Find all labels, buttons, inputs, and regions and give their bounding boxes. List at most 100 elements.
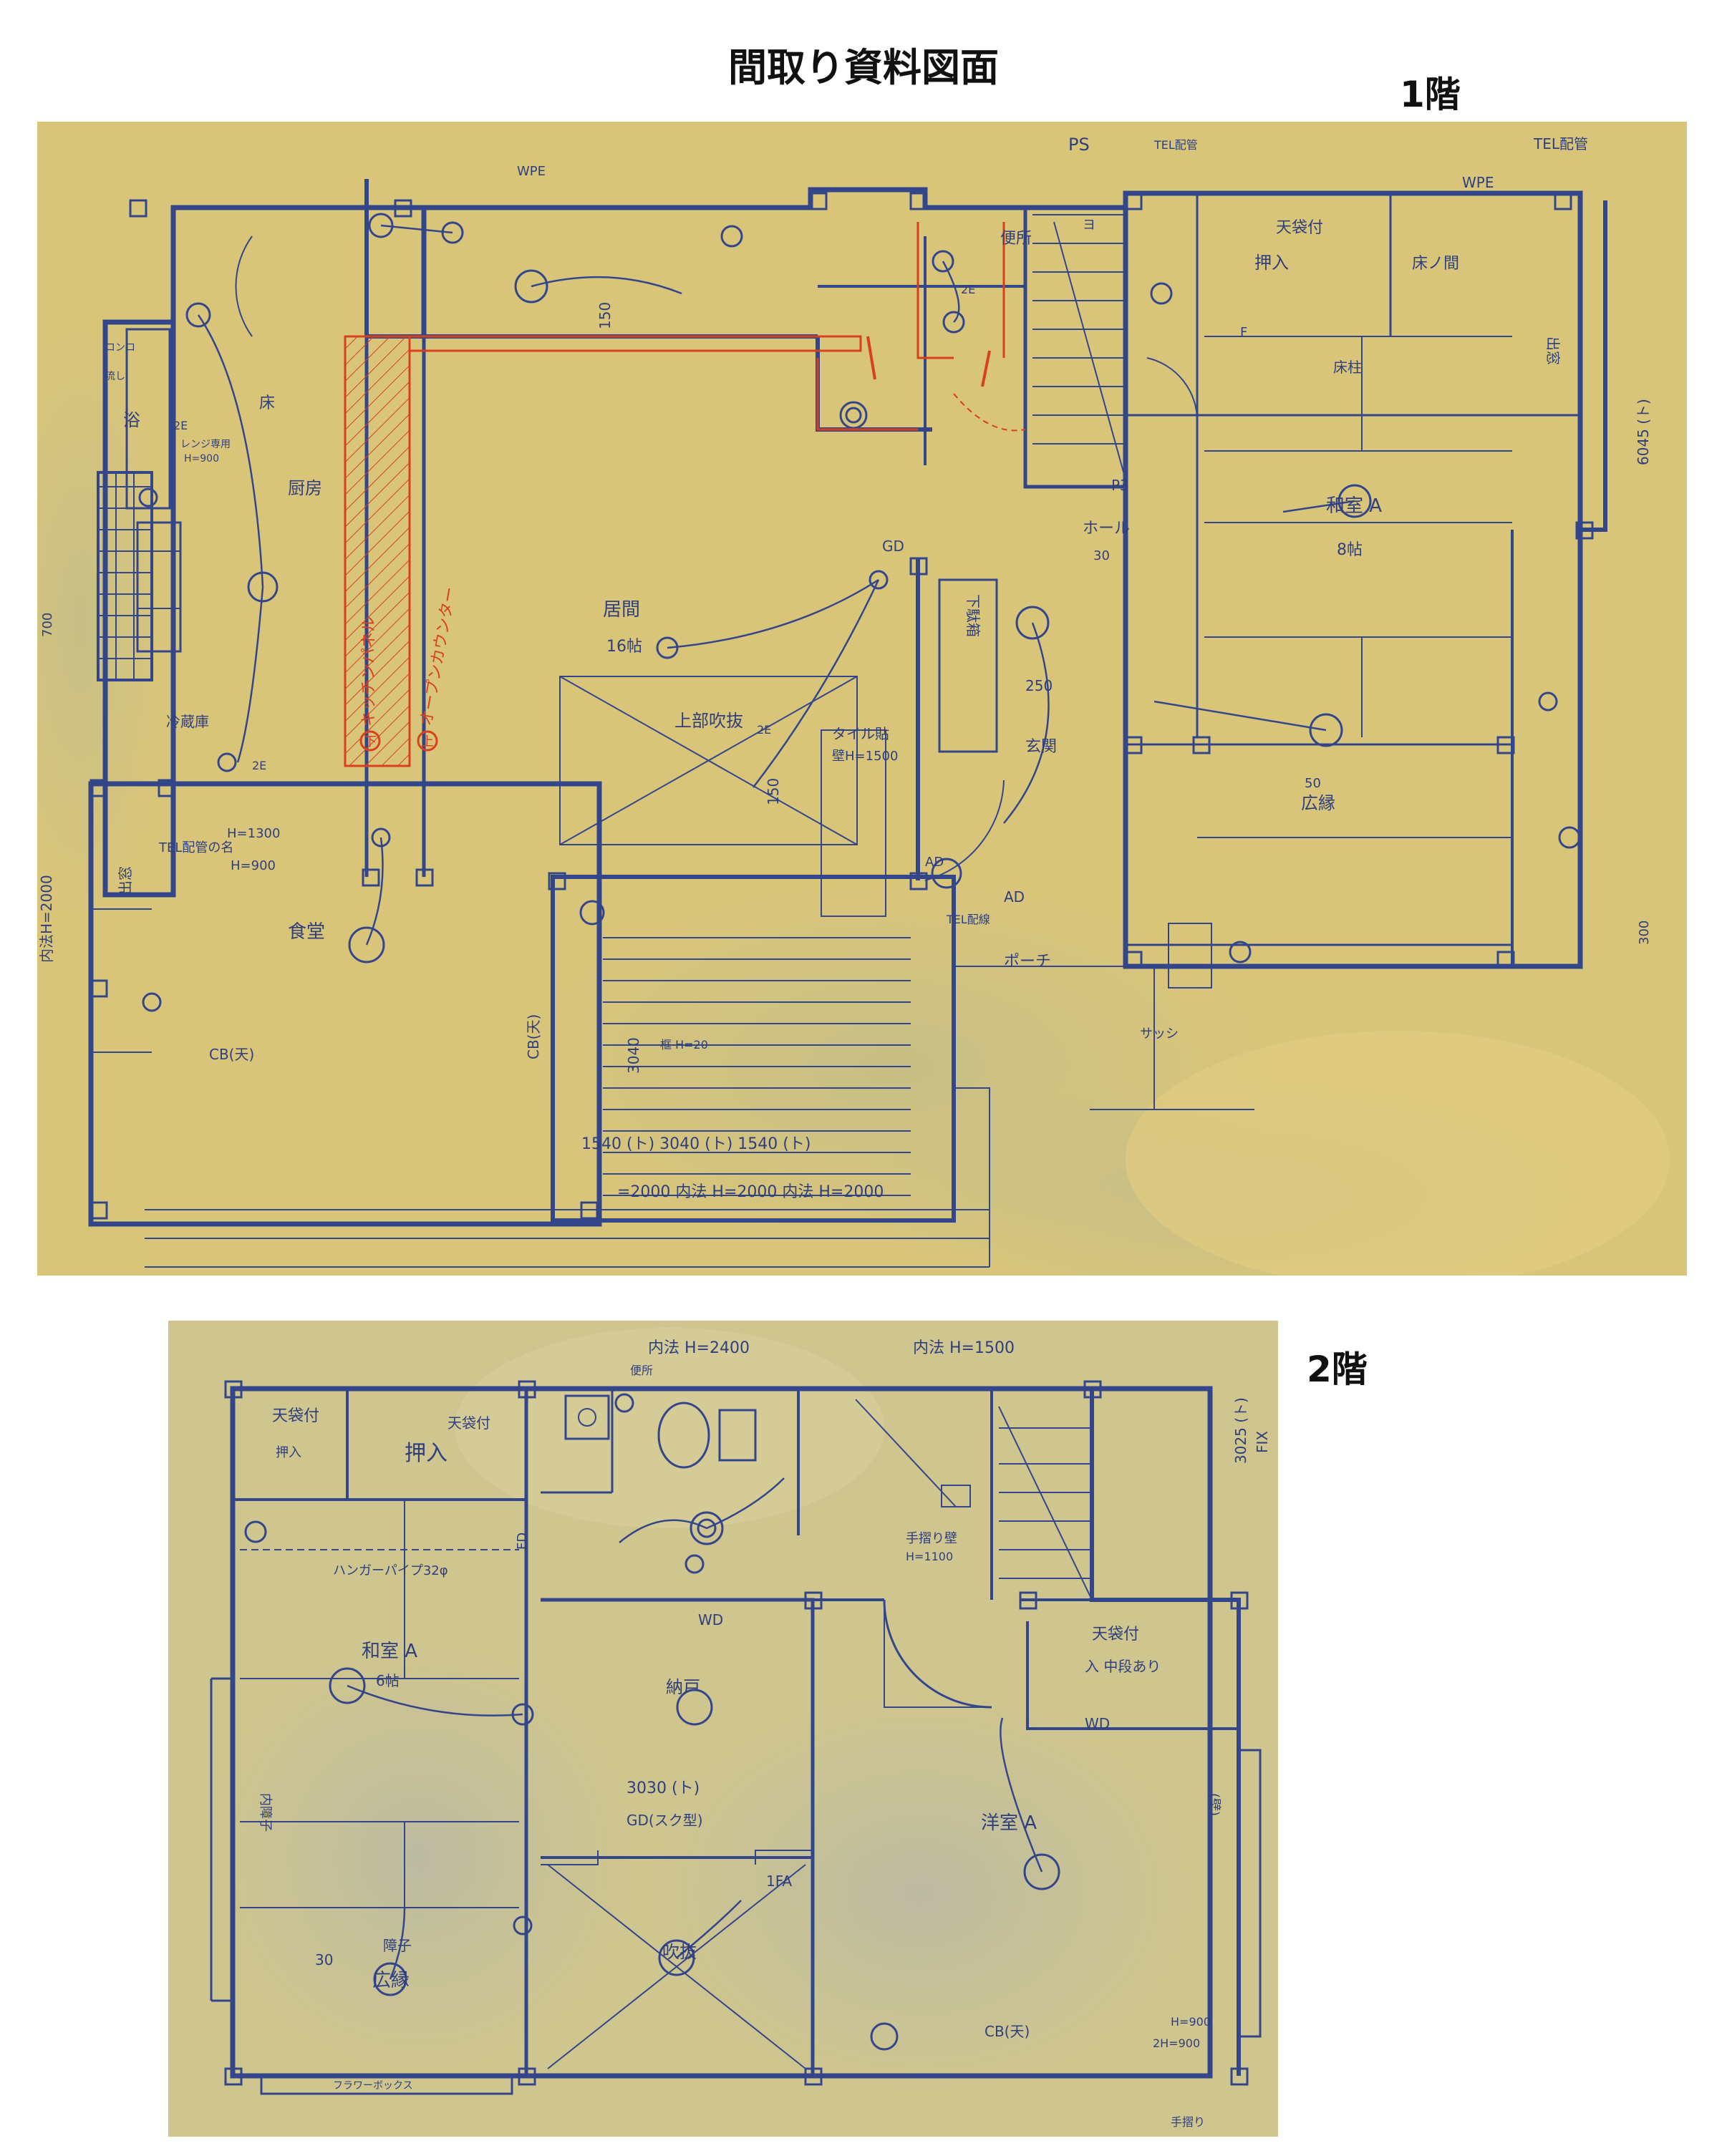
label-handrail: 手摺り壁 (906, 1531, 957, 1546)
label-gd: GD (882, 538, 904, 555)
room-closet-2f: 押入 (405, 1441, 448, 1466)
floor-plan-2f: 内法 H=2400 内法 H=1500 3025 (ト) FIX 天袋付 天袋付… (168, 1321, 1278, 2137)
label-range: レンジ専用 (180, 439, 231, 450)
room-genkan: 玄関 (1025, 738, 1057, 756)
room-porch: ポーチ (1004, 953, 1051, 971)
room-shoe-cabinet: 下駄箱 (964, 594, 982, 637)
label-sash: サッシ (1140, 1026, 1179, 1041)
label-gd-2f: GD(スク型) (627, 1812, 703, 1829)
floor-label-1f: 1階 (1400, 74, 1461, 115)
label-tesuri: 手摺り (1171, 2115, 1205, 2129)
label-tenbukuro-2: 天袋付 (448, 1414, 490, 1432)
room-hiroen-2f: 広縁 (372, 1970, 410, 1991)
label-h900-2: 2H=900 (1153, 2036, 1200, 2050)
label-dim-150b: 150 (596, 302, 614, 329)
label-dim-700: 700 (40, 613, 55, 637)
label-dim-50: 50 (1305, 776, 1321, 791)
room-closet-1f: 押入 (1254, 253, 1289, 273)
room-closet-2f-left: 押入 (276, 1445, 301, 1460)
label-wd-1: WD (698, 1611, 723, 1628)
label-h900: H=900 (231, 858, 276, 873)
red-note-kitchen-panel: キッチンパネル (360, 616, 378, 727)
label-wpe: WPE (1462, 174, 1494, 191)
room-tokonoma: 床ノ間 (1412, 255, 1459, 273)
room-storage-alcove: 床 (259, 394, 275, 412)
label-dim-3025: 3025 (ト) (1232, 1397, 1249, 1464)
label-inner-h-2400: 内法 H=2400 (648, 1339, 750, 1357)
label-demado: 出窓 (117, 866, 134, 895)
room-bath: 浴 (123, 410, 140, 430)
label-dims-bottom: 1540 (ト) 3040 (ト) 1540 (ト) (581, 1135, 811, 1153)
room-japanese-1f: 和室 A (1326, 495, 1382, 517)
label-dim-3040: 3040 (625, 1037, 642, 1074)
label-fd: FD (515, 1533, 530, 1550)
label-tel-kuchi: TEL配線 (946, 913, 990, 926)
label-upper-void: 上部吹抜 (674, 711, 743, 731)
label-stair: ヨ (1083, 218, 1095, 233)
label-tile-wall: タイル貼 (832, 725, 889, 742)
label-tel-top: TEL配管 (1153, 138, 1198, 152)
room-living-size: 16帖 (606, 638, 642, 656)
label-inner-h-bottom: =2000 内法 H=2000 内法 H=2000 (617, 1183, 884, 1201)
label-demado-2: 出窓 (1544, 336, 1562, 365)
label-sill: 框 H=20 (660, 1038, 708, 1052)
label-fix: FIX (1254, 1431, 1271, 1453)
label-ze-1: 2E (173, 419, 188, 432)
label-shoji: 障子 (383, 1937, 412, 1954)
label-dim-3030: 3030 (ト) (627, 1779, 700, 1797)
walls-2f (210, 1380, 1262, 2095)
room-japanese-2f: 和室 A (362, 1641, 417, 1662)
label-dim-30: 30 (1093, 548, 1110, 563)
room-japanese-size-1f: 8帖 (1337, 541, 1363, 559)
label-tenbukuro-1: 天袋付 (272, 1407, 319, 1425)
page-title: 間取り資料図面 (728, 45, 999, 90)
label-ze-3: 2E (757, 723, 771, 737)
label-dim-250: 250 (1025, 677, 1053, 694)
label-tenbukuro-3: 天袋付 (1092, 1626, 1139, 1643)
label-fa: 1FA (766, 1873, 792, 1890)
label-cb-side: CB(天) (525, 1014, 542, 1059)
label-dim-6045: 6045 (ト) (1635, 399, 1652, 465)
label-tel-pipe: TEL配管 (1533, 135, 1588, 152)
room-hall: ホール (1083, 520, 1130, 538)
room-hiroen-1f: 広縁 (1301, 793, 1335, 813)
label-fmark: F (1240, 325, 1247, 340)
label-handrail-h: H=1100 (906, 1550, 953, 1563)
red-mark-a: 下 (364, 734, 377, 749)
label-ze-4: 2E (961, 283, 975, 296)
label-ad: AD (1004, 888, 1025, 905)
label-dim-150: 150 (765, 778, 782, 805)
label-dim-30-2f: 30 (315, 1951, 333, 1968)
paper-stain (1126, 1031, 1670, 1276)
room-western-2f: 洋室 A (981, 1812, 1037, 1834)
label-cb-2f: CB(天) (985, 2023, 1030, 2040)
paper-stain (455, 1328, 884, 1528)
floor-label-2f: 2階 (1307, 1349, 1368, 1390)
floor-plan-1f: 下 上 キッチンパネル オープンカウンター PS TEL配管 WPE WPE 天… (37, 122, 1687, 1276)
room-toilet-2f: 便所 (630, 1364, 653, 1377)
room-japanese-size-2f: 6帖 (376, 1672, 400, 1689)
label-wpe-2: WPE (517, 164, 546, 179)
label-inner-h-left: 内法H=2000 (38, 875, 55, 963)
label-bottom-text: フラワーボックス (333, 2080, 413, 2092)
label-inner-h-1500: 内法 H=1500 (913, 1339, 1015, 1357)
paper-stain (37, 322, 166, 923)
label-kitchen-sink: 流し (105, 371, 125, 382)
label-kitchen-stove: コンロ (105, 342, 135, 354)
label-wd-2: WD (1085, 1715, 1110, 1732)
room-toilet: 便所 (1000, 230, 1032, 248)
red-mark-b: 上 (421, 734, 434, 749)
label-h900-1: H=900 (1171, 2015, 1211, 2029)
label-tenbukuro: 天袋付 (1276, 219, 1323, 237)
label-stair-p3: P3 (1111, 477, 1129, 494)
label-tokobashira: 床柱 (1333, 359, 1362, 376)
room-void-2f: 吹抜 (662, 1942, 697, 1962)
label-hanger: ハンガーパイプ32φ (333, 1563, 448, 1578)
label-ze-2: 2E (252, 759, 266, 772)
label-uchi-shoji: 内障子 (258, 1793, 273, 1832)
room-pantry: 冷蔵庫 (166, 713, 209, 730)
label-tel-outlet: TEL配管の名 (158, 840, 233, 855)
label-nakadan: 入 中段あり (1085, 1658, 1161, 1675)
room-kitchen: 厨房 (288, 478, 322, 498)
room-storage-2f: 納戸 (666, 1677, 700, 1697)
